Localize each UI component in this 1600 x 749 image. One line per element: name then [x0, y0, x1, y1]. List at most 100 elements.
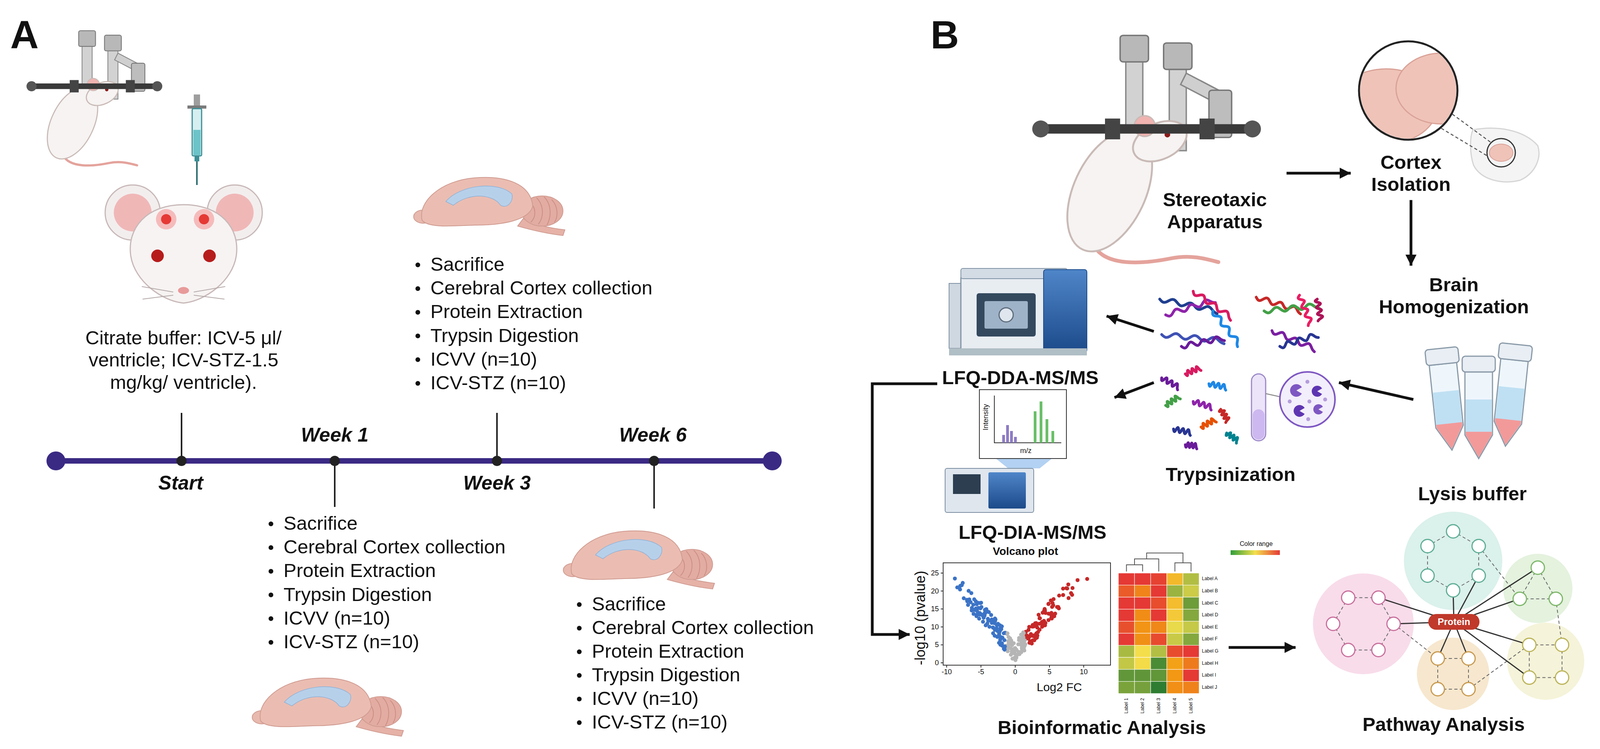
- digest-liquid: [1252, 409, 1265, 440]
- mouse-eye: [203, 249, 216, 263]
- lc-ms-screen: [952, 474, 981, 495]
- tick-label: -10: [941, 668, 952, 677]
- data-point: [1070, 586, 1075, 591]
- syringe: [187, 94, 207, 186]
- heatmap-cell: [1150, 633, 1167, 646]
- mouse-nose: [177, 287, 190, 295]
- data-point: [1061, 587, 1066, 592]
- tube-liquid: [1492, 386, 1525, 447]
- heatmap-column-label: Label 2: [1140, 698, 1146, 714]
- process-step: Cortex Isolation: [1350, 35, 1540, 201]
- cortex-lens-rim: [1358, 41, 1458, 140]
- syringe-liquid: [193, 129, 201, 156]
- dendrogram: [1134, 559, 1159, 572]
- tick-label: 5: [1047, 668, 1052, 677]
- data-point: [973, 606, 978, 611]
- dia-spectrum: [945, 389, 1067, 513]
- bullet: [576, 626, 582, 631]
- data-point: [958, 587, 963, 592]
- protocol-step: Sacrifice: [430, 253, 505, 276]
- peptide-chain: [1212, 311, 1238, 347]
- tube-liquid: [1433, 390, 1465, 451]
- timeline-tick: [653, 461, 655, 509]
- syringe-barrel: [192, 108, 202, 156]
- cluster-halo: [1312, 573, 1414, 675]
- lc-ms-body: [945, 468, 1034, 513]
- hub-link: [1453, 622, 1530, 679]
- heatmap-cell: [1150, 585, 1167, 598]
- heatmap-cell: [1150, 621, 1167, 634]
- data-point: [1024, 634, 1029, 638]
- spectrum-peak: [1010, 431, 1013, 444]
- axis-tick: [940, 662, 944, 664]
- frame-block: [1119, 35, 1149, 62]
- heatmap-cell: [1118, 621, 1135, 634]
- bullet: [576, 673, 582, 679]
- peptide-chain: [1219, 409, 1230, 423]
- data-point: [1085, 577, 1090, 582]
- data-point: [1030, 624, 1035, 629]
- interaction-dashed: [1468, 645, 1530, 690]
- axis-tick: [940, 608, 944, 610]
- tube-cap: [1462, 356, 1496, 373]
- heatmap-cell: [1182, 633, 1200, 646]
- data-point: [1037, 628, 1042, 633]
- peptide-chain: [1161, 378, 1178, 390]
- timepoint-label: Week 3: [463, 472, 531, 496]
- heatmap-cell: [1150, 609, 1167, 622]
- axis-tick: [1014, 665, 1016, 668]
- trypsin-enzyme: [1293, 405, 1305, 418]
- data-point: [987, 624, 992, 629]
- data-point: [1069, 593, 1074, 597]
- data-point: [993, 628, 998, 633]
- heatmap-row-label: Label E: [1201, 624, 1219, 631]
- trypsin-enzyme: [1313, 404, 1323, 415]
- peptide-chain: [1165, 396, 1181, 407]
- protocol-step: Protein Extraction: [430, 300, 583, 323]
- mouse-eye: [151, 249, 164, 263]
- data-point: [983, 623, 988, 628]
- ear-bar-holder: [1104, 118, 1120, 140]
- peptide-chain: [1279, 334, 1319, 349]
- heatmap-row-label: Label F: [1201, 636, 1218, 643]
- cerebrum: [421, 177, 533, 227]
- protein-network: [1312, 511, 1585, 711]
- protein-dot: [1555, 638, 1569, 652]
- protein-dot: [1531, 561, 1545, 575]
- heatmap-cell: [1150, 645, 1167, 659]
- heatmap-cell: [1166, 573, 1183, 586]
- data-point: [986, 619, 991, 623]
- plot-frame: [943, 563, 1111, 666]
- cerebellum-fold: [390, 700, 396, 724]
- ear-bar-holder: [69, 79, 79, 93]
- data-point: [1019, 633, 1024, 638]
- panel-letter: A: [10, 12, 39, 58]
- protocol-step: Protein Extraction: [591, 640, 745, 663]
- data-point: [960, 581, 965, 586]
- protein-dot: [1341, 591, 1356, 605]
- data-point: [1066, 582, 1071, 587]
- injection-glow: [193, 209, 215, 230]
- stereotaxic-rat: [26, 30, 163, 167]
- heatmap-cell: [1134, 585, 1151, 598]
- heatmap-cell: [1118, 573, 1135, 586]
- heatmap-column-label: Label 4: [1172, 698, 1178, 714]
- peptide-chain: [1297, 295, 1311, 326]
- dendrogram: [1126, 565, 1143, 572]
- protein-dot: [1420, 539, 1435, 554]
- data-point: [1046, 602, 1051, 607]
- protein-dot: [1446, 524, 1460, 539]
- color-range-bar: [1230, 550, 1280, 556]
- timeline-tick: [496, 413, 498, 462]
- heatmap-cell: [1118, 645, 1135, 659]
- tube-cap: [1498, 342, 1533, 363]
- cluster-halo: [1403, 511, 1503, 611]
- peptide-fragment: [1287, 399, 1292, 404]
- data-point: [995, 622, 1000, 627]
- injection-site: [198, 214, 210, 225]
- timeline-tick: [180, 413, 183, 462]
- heatmap-cell: [1134, 573, 1151, 586]
- heatmap-cell: [1166, 609, 1183, 622]
- heatmap-row-label: Label B: [1201, 588, 1219, 595]
